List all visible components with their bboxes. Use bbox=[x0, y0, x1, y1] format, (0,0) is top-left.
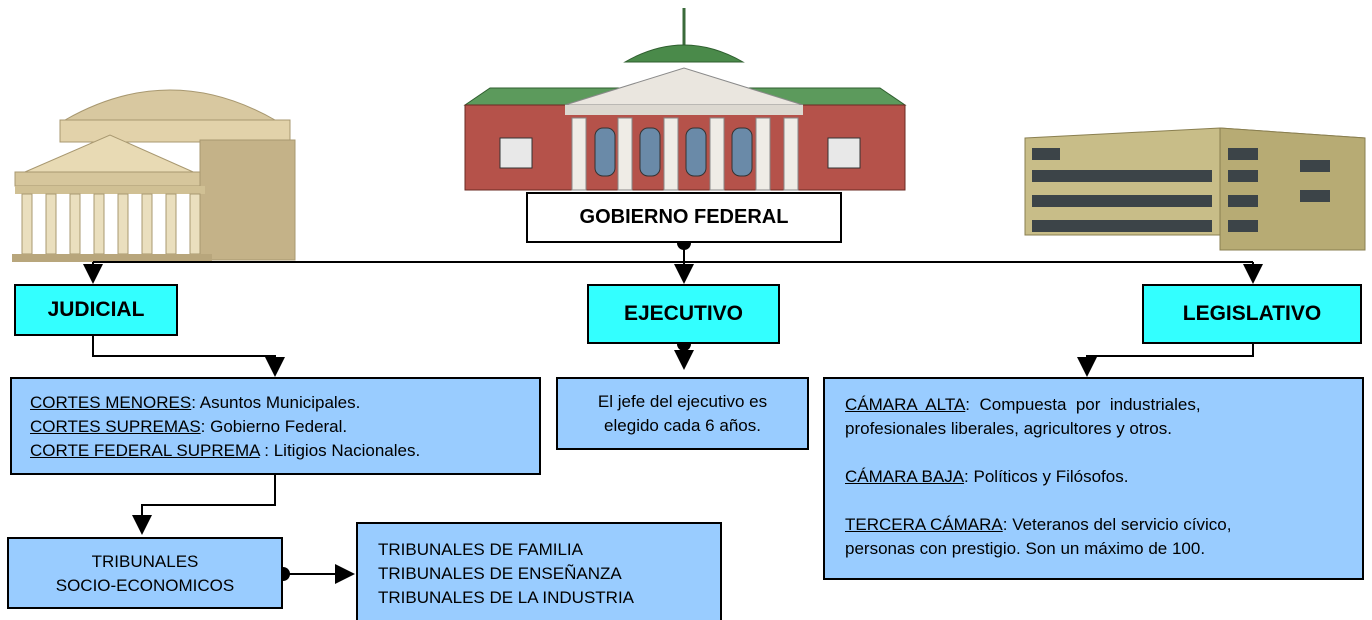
detail-term: TERCERA CÁMARA bbox=[845, 515, 1003, 534]
tribunales-list: TRIBUNALES DE FAMILIA TRIBUNALES DE ENSE… bbox=[356, 522, 722, 620]
ejecutivo-details: El jefe del ejecutivo es elegido cada 6 … bbox=[556, 377, 809, 450]
ejecutivo-detail-line: El jefe del ejecutivo es bbox=[597, 392, 768, 411]
judicial-detail-row: CORTE FEDERAL SUPREMA : Litigios Naciona… bbox=[30, 439, 539, 463]
tribunales-socio-line: TRIBUNALES bbox=[91, 552, 199, 571]
branch-judicial: JUDICIAL bbox=[14, 284, 178, 336]
tribunales-list-item: TRIBUNALES DE LA INDUSTRIA bbox=[378, 588, 635, 607]
judicial-detail-row: CORTES MENORES: Asuntos Municipales. bbox=[30, 391, 539, 415]
connector-lines bbox=[83, 243, 1263, 584]
branch-legislativo-label: LEGISLATIVO bbox=[1182, 302, 1322, 325]
judicial-details: CORTES MENORES: Asuntos Municipales. COR… bbox=[10, 377, 541, 475]
branch-judicial-label: JUDICIAL bbox=[47, 298, 145, 321]
judicial-detail-row: CORTES SUPREMAS: Gobierno Federal. bbox=[30, 415, 539, 439]
tribunales-list-item: TRIBUNALES DE ENSEÑANZA bbox=[378, 564, 622, 583]
root-node-gobierno-federal: GOBIERNO FEDERAL bbox=[526, 192, 842, 243]
branch-ejecutivo: EJECUTIVO bbox=[587, 284, 780, 344]
ejecutivo-detail-line: elegido cada 6 años. bbox=[604, 416, 761, 435]
tercera-camara-line: TERCERA CÁMARA: Veteranos del servicio c… bbox=[845, 513, 1344, 537]
detail-term: CORTE FEDERAL SUPREMA bbox=[30, 441, 260, 460]
tribunales-socio-line: SOCIO-ECONOMICOS bbox=[55, 576, 235, 595]
detail-term: CORTES SUPREMAS bbox=[30, 417, 201, 436]
detail-term: CORTES MENORES bbox=[30, 393, 192, 412]
detail-text: profesionales liberales, agricultores y … bbox=[845, 419, 1172, 438]
legislative-building-illustration bbox=[1024, 127, 1366, 251]
root-node-label: GOBIERNO FEDERAL bbox=[579, 206, 789, 228]
detail-text: : Compuesta por industriales, bbox=[965, 395, 1201, 414]
detail-text: : Veteranos del servicio cívico, bbox=[1002, 515, 1232, 534]
tribunales-socio-economicos: TRIBUNALES SOCIO-ECONOMICOS bbox=[7, 537, 283, 609]
branch-legislativo: LEGISLATIVO bbox=[1142, 284, 1362, 344]
camara-baja-line: CÁMARA BAJA: Políticos y Filósofos. bbox=[845, 465, 1344, 489]
detail-term: CÁMARA ALTA bbox=[845, 395, 966, 414]
detail-text: personas con prestigio. Son un máximo de… bbox=[845, 539, 1206, 558]
tribunales-list-item: TRIBUNALES DE FAMILIA bbox=[378, 540, 583, 559]
detail-text: : Asuntos Municipales. bbox=[191, 393, 361, 412]
camara-alta-block: CÁMARA ALTA: Compuesta por industriales,… bbox=[845, 393, 1344, 441]
camara-alta-line: CÁMARA ALTA: Compuesta por industriales, bbox=[845, 393, 1344, 417]
detail-text: : Litigios Nacionales. bbox=[259, 441, 421, 460]
branch-ejecutivo-label: EJECUTIVO bbox=[623, 302, 744, 325]
detail-text: : Políticos y Filósofos. bbox=[964, 467, 1129, 486]
detail-term: CÁMARA BAJA bbox=[845, 467, 965, 486]
detail-text: : Gobierno Federal. bbox=[200, 417, 348, 436]
pantheon-illustration bbox=[12, 89, 296, 262]
legislativo-details: CÁMARA ALTA: Compuesta por industriales,… bbox=[823, 377, 1364, 580]
federal-building-illustration bbox=[463, 8, 907, 191]
